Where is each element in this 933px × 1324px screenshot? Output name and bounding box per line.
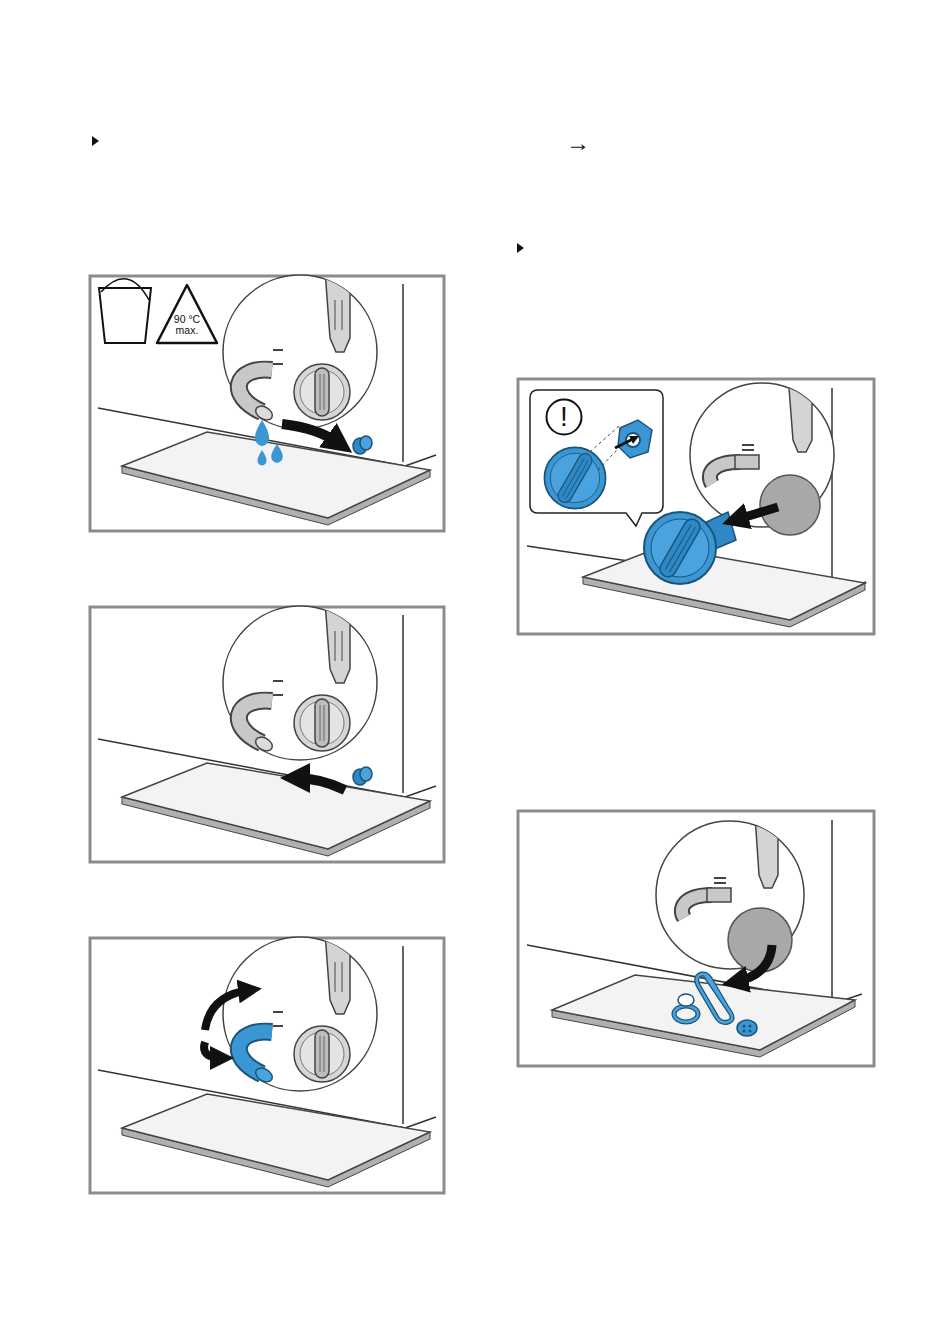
panel-remove-filter xyxy=(518,375,874,634)
warning-triangle: 90 °C max. xyxy=(155,283,219,345)
temperature-text: 90 °C max. xyxy=(172,314,203,336)
bullet xyxy=(517,243,524,253)
reference-arrow: → xyxy=(566,131,590,155)
triangle-shape xyxy=(157,285,217,343)
caution-symbol: ! xyxy=(545,398,583,436)
panel-refit-cap xyxy=(90,601,444,862)
exclamation-text: ! xyxy=(545,398,583,436)
panel-stow-hose xyxy=(90,932,444,1193)
bullet xyxy=(92,136,99,146)
panel-clean-filter xyxy=(518,811,874,1066)
panel-drain xyxy=(90,270,444,531)
